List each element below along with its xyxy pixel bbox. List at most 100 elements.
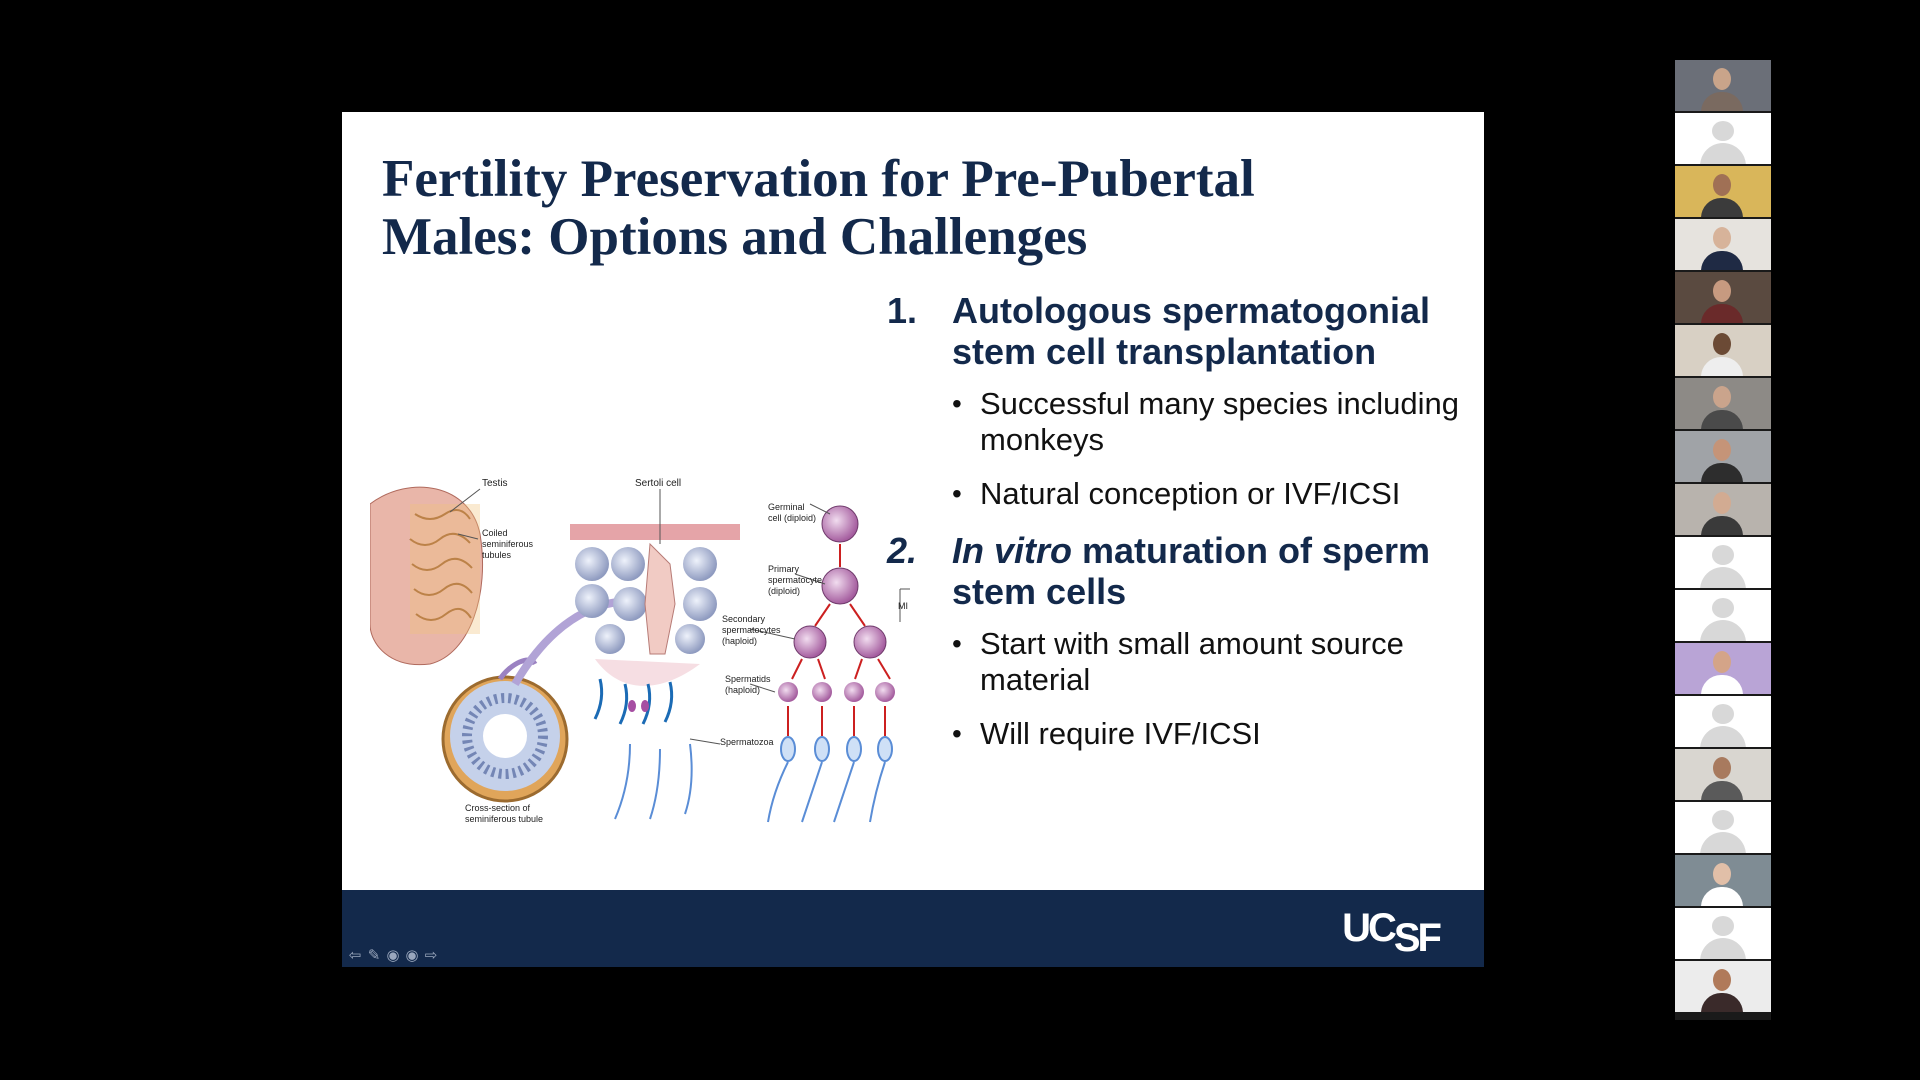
slide-footer: ⇦ ✎ ◉ ◉ ⇨ UCSF [342, 890, 1484, 967]
participant-face [1713, 492, 1731, 514]
bullet-item: Start with small amount source material [952, 626, 1467, 698]
option-1-bullets: Successful many species including monkey… [887, 386, 1467, 512]
participant-face [1713, 333, 1731, 355]
bullet-item: Natural conception or IVF/ICSI [952, 476, 1467, 512]
participant-face [1713, 863, 1731, 885]
label-primary-3: (diploid) [768, 586, 800, 596]
label-cross-2: seminiferous tubule [465, 814, 543, 824]
option-2-heading-italic: In vitro [952, 530, 1073, 571]
label-spermatids-2: (haploid) [725, 685, 760, 695]
cell-progression [767, 505, 910, 823]
ucsf-logo: UCSF [1342, 906, 1442, 960]
participant-body [1701, 675, 1743, 694]
participant-body [1701, 516, 1743, 535]
label-primary-2: spermatocyte [768, 575, 822, 585]
participant-tile[interactable] [1675, 749, 1771, 800]
slide-title-line-2: Males: Options and Challenges [382, 208, 1088, 266]
participant-face [1713, 280, 1731, 302]
more-icon[interactable]: ◉ [405, 947, 419, 964]
participant-body [1701, 463, 1743, 482]
participant-tile[interactable] [1675, 484, 1771, 535]
default-avatar-body [1700, 620, 1746, 641]
participant-tile[interactable] [1675, 537, 1771, 588]
label-mi: MI [898, 601, 908, 611]
default-avatar-body [1700, 832, 1746, 853]
participant-tile[interactable] [1675, 431, 1771, 482]
participant-tile[interactable] [1675, 855, 1771, 906]
label-testis: Testis [482, 478, 508, 489]
participant-face [1713, 757, 1731, 779]
option-1-heading-line-2: stem cell transplantation [952, 331, 1377, 372]
option-2: 2. In vitro maturation of sperm stem cel… [887, 530, 1467, 612]
prev-arrow-icon[interactable]: ⇦ [348, 947, 362, 964]
participant-tile[interactable] [1675, 60, 1771, 111]
default-avatar-body [1700, 726, 1746, 747]
participant-tile[interactable] [1675, 219, 1771, 270]
participant-tile[interactable] [1675, 802, 1771, 853]
participant-tile[interactable] [1675, 961, 1771, 1012]
participant-face [1713, 969, 1731, 991]
option-2-number: 2. [887, 530, 918, 571]
participant-face [1713, 68, 1731, 90]
label-coiled-3: tubules [482, 550, 512, 560]
participant-face [1713, 439, 1731, 461]
option-1-number: 1. [887, 290, 918, 331]
option-1: 1. Autologous spermatogonial stem cell t… [887, 290, 1467, 372]
participant-gallery [1675, 60, 1771, 1020]
label-primary-1: Primary [768, 564, 799, 574]
slide-nav-controls: ⇦ ✎ ◉ ◉ ⇨ [346, 947, 440, 965]
label-sertoli: Sertoli cell [635, 478, 681, 489]
participant-tile[interactable] [1675, 272, 1771, 323]
option-1-heading: Autologous spermatogonial stem cell tran… [952, 290, 1467, 372]
participant-face [1713, 651, 1731, 673]
slide-title-line-1: Fertility Preservation for Pre-Pubertal [382, 150, 1255, 208]
participant-body [1701, 198, 1743, 217]
label-germinal-2: cell (diploid) [768, 513, 816, 523]
participant-body [1701, 304, 1743, 323]
pen-icon[interactable]: ✎ [367, 947, 381, 964]
label-cross-1: Cross-section of [465, 803, 531, 813]
default-avatar-icon [1712, 704, 1734, 724]
participant-tile[interactable] [1675, 696, 1771, 747]
label-coiled-2: seminiferous [482, 539, 534, 549]
label-secondary-1: Secondary [722, 614, 766, 624]
participant-body [1701, 357, 1743, 376]
logo-sf: SF [1393, 916, 1442, 960]
participant-face [1713, 227, 1731, 249]
participant-body [1701, 92, 1743, 111]
participant-body [1701, 887, 1743, 906]
next-arrow-icon[interactable]: ⇨ [424, 947, 438, 964]
participant-tile[interactable] [1675, 113, 1771, 164]
participant-face [1713, 386, 1731, 408]
grid-icon[interactable]: ◉ [386, 947, 400, 964]
label-germinal-1: Germinal [768, 502, 805, 512]
default-avatar-icon [1712, 598, 1734, 618]
default-avatar-body [1700, 567, 1746, 588]
testis-illustration [370, 486, 484, 666]
participant-tile[interactable] [1675, 325, 1771, 376]
label-spermatozoa: Spermatozoa [720, 737, 774, 747]
participant-tile[interactable] [1675, 378, 1771, 429]
slide-content: 1. Autologous spermatogonial stem cell t… [887, 290, 1467, 770]
label-coiled-1: Coiled [482, 528, 508, 538]
label-secondary-3: (haploid) [722, 636, 757, 646]
participant-tile[interactable] [1675, 590, 1771, 641]
participant-tile[interactable] [1675, 166, 1771, 217]
bullet-item: Will require IVF/ICSI [952, 716, 1467, 752]
option-1-heading-line-1: Autologous spermatogonial [952, 290, 1431, 331]
participant-body [1701, 251, 1743, 270]
option-2-heading: In vitro maturation of sperm stem cells [952, 530, 1467, 612]
default-avatar-icon [1712, 810, 1734, 830]
tubule-cross-section [441, 675, 569, 803]
logo-uc: UC [1342, 906, 1397, 950]
label-spermatids-1: Spermatids [725, 674, 771, 684]
participant-tile[interactable] [1675, 908, 1771, 959]
option-2-bullets: Start with small amount source material … [887, 626, 1467, 752]
participant-body [1701, 410, 1743, 429]
default-avatar-body [1700, 938, 1746, 959]
option-2-heading-rest: maturation of sperm [1072, 530, 1431, 571]
participant-tile[interactable] [1675, 643, 1771, 694]
spermatogenesis-diagram: Testis Coiled seminiferous tubules Serto… [370, 478, 910, 824]
tubule-wall [570, 524, 740, 820]
participant-body [1701, 781, 1743, 800]
